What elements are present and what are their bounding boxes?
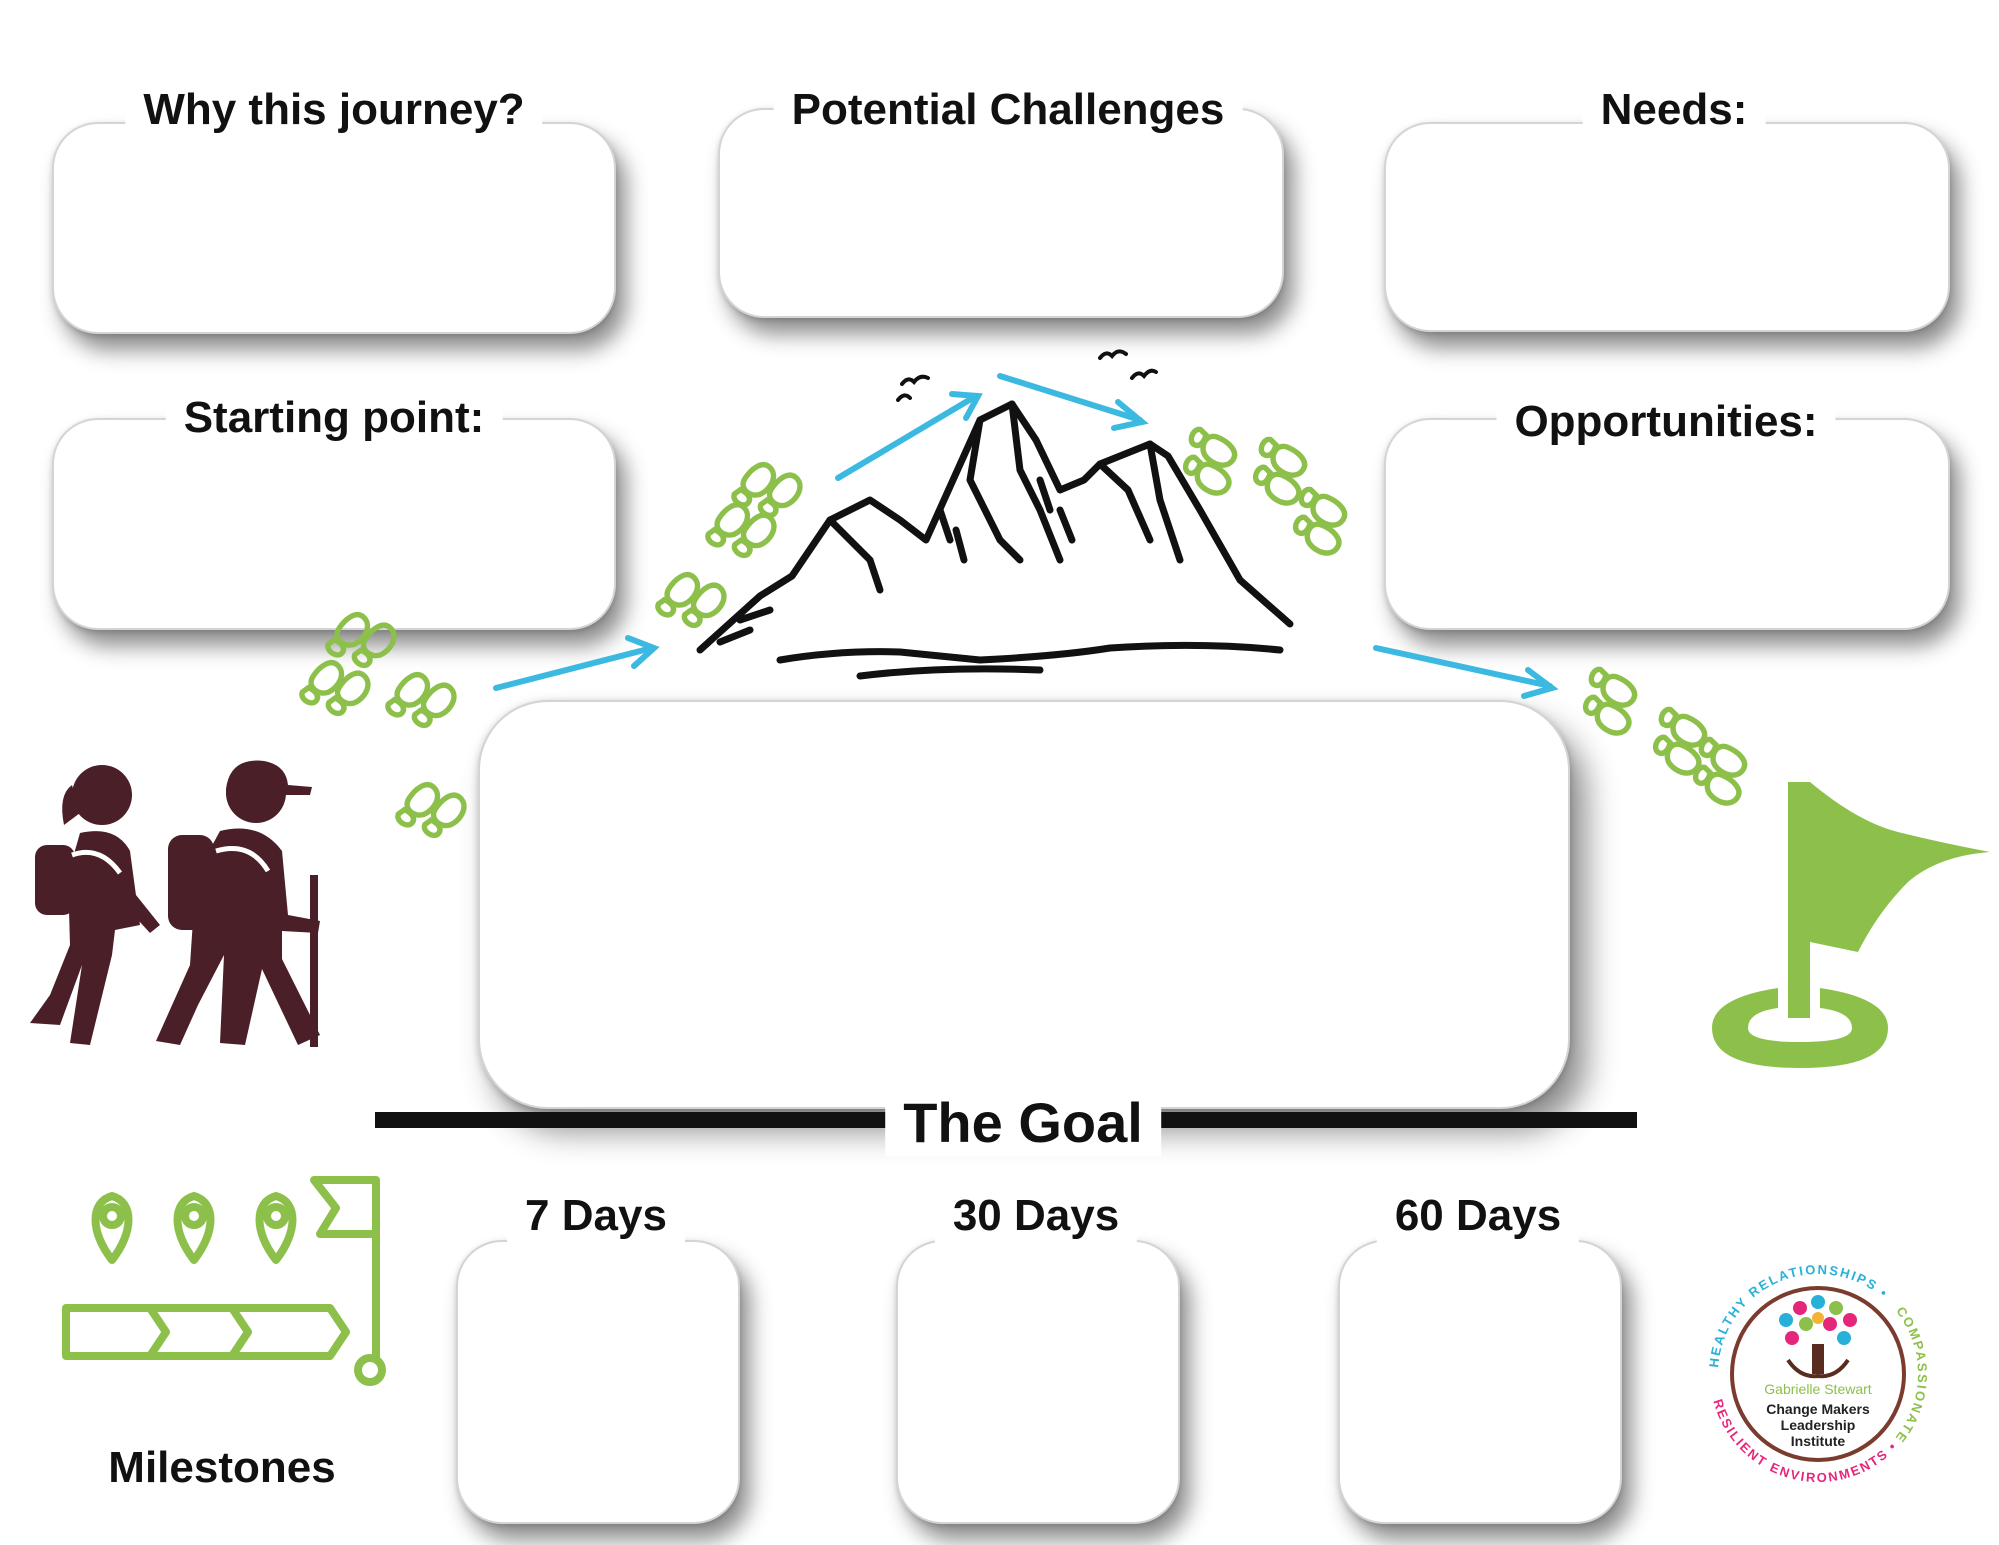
milestones-label: Milestones — [108, 1443, 336, 1492]
logo-line1: Change Makers — [1766, 1401, 1870, 1417]
why-journey-heading: Why this journey? — [125, 82, 543, 138]
starting-point-box[interactable] — [52, 418, 616, 630]
goal-box[interactable] — [478, 700, 1570, 1109]
goal-flag-icon — [1712, 782, 1990, 1068]
needs-heading: Needs: — [1582, 82, 1766, 138]
needs-box[interactable] — [1384, 122, 1950, 332]
change-makers-logo: HEALTHY RELATIONSHIPS • COMPASSIONATE RE… — [1706, 1262, 1970, 1485]
thirty-days-heading: 30 Days — [934, 1188, 1138, 1244]
starting-point-heading: Starting point: — [165, 390, 503, 446]
logo-line3: Institute — [1791, 1433, 1846, 1449]
hikers-icon — [30, 760, 320, 1047]
seven-days-heading: 7 Days — [507, 1188, 685, 1244]
goal-heading: The Goal — [885, 1090, 1161, 1156]
mountains-icon — [696, 349, 1294, 680]
logo-line2: Leadership — [1781, 1417, 1856, 1433]
opportunities-heading: Opportunities: — [1496, 394, 1836, 450]
milestones-icon — [62, 1176, 386, 1386]
logo-signature: Gabrielle Stewart — [1764, 1381, 1871, 1397]
opportunities-box[interactable] — [1384, 418, 1950, 630]
potential-challenges-heading: Potential Challenges — [773, 82, 1243, 138]
sixty-days-heading: 60 Days — [1376, 1188, 1580, 1244]
why-journey-box[interactable] — [52, 122, 616, 334]
thirty-days-box[interactable] — [896, 1240, 1180, 1524]
seven-days-box[interactable] — [456, 1240, 740, 1524]
